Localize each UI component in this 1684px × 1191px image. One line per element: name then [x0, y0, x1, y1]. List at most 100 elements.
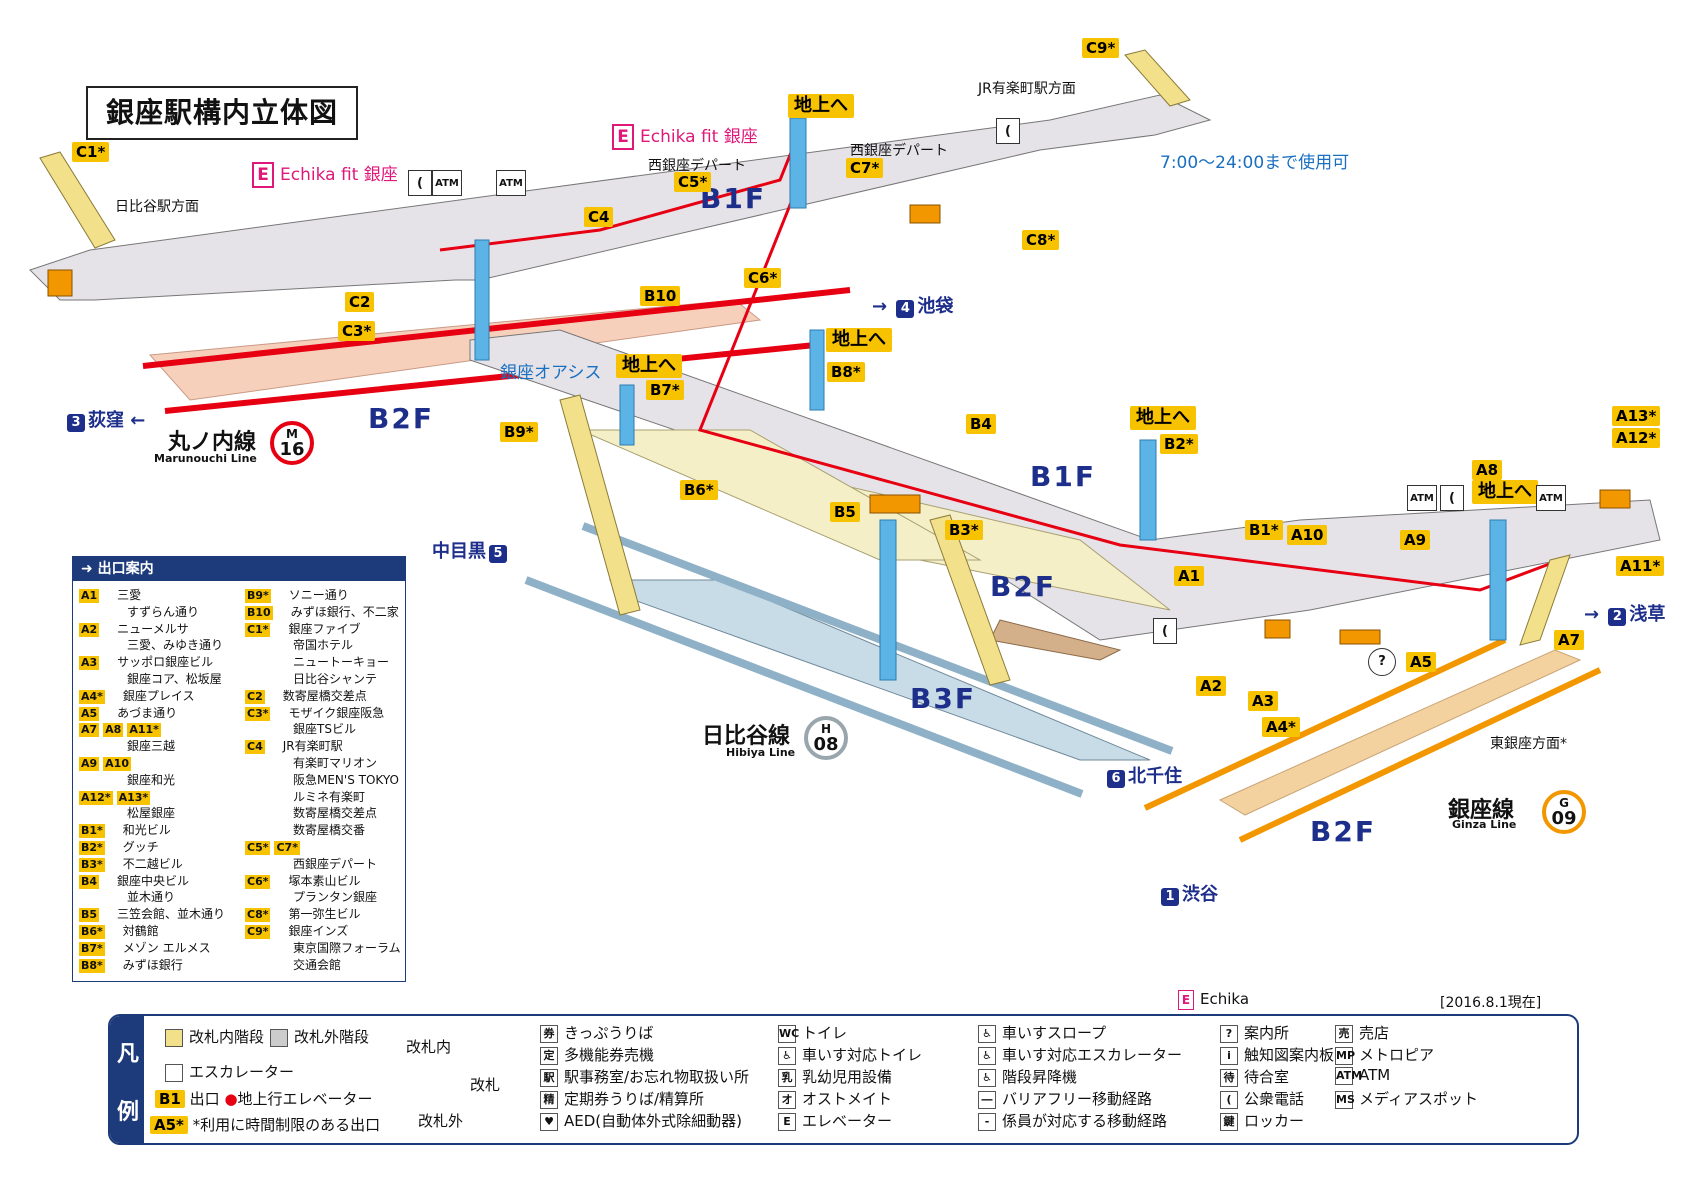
legend-icon: ♥ — [540, 1112, 558, 1131]
legend-item: ?案内所 — [1220, 1022, 1289, 1043]
exit-tag: A9 — [79, 756, 100, 771]
exit-guide-text: すずらん通り — [127, 604, 200, 619]
legend-icon: ? — [1220, 1024, 1238, 1043]
exit-tag: B10 — [245, 605, 273, 620]
exit-tag: B3* — [79, 857, 105, 872]
exit-tag[interactable]: A8 — [1472, 460, 1503, 480]
exit-tag[interactable]: A10 — [1287, 525, 1328, 545]
exit-guide-text: 三愛、みゆき通り — [127, 638, 224, 653]
echika-icon: E — [612, 124, 634, 150]
exit-guide-row: B6*対鶴館 — [79, 923, 239, 940]
exit-tag[interactable]: C9* — [1082, 38, 1120, 58]
exit-tag[interactable]: B1* — [1245, 520, 1283, 540]
exit-tag[interactable]: A13* — [1612, 406, 1661, 426]
exit-guide-text: ルミネ有楽町 — [293, 789, 366, 804]
exit-guide-text: 塚本素山ビル — [288, 873, 361, 888]
exit-tag: B7* — [79, 941, 105, 956]
legend-item: 定多機能券売機 — [540, 1044, 654, 1065]
exit-tag[interactable]: B9* — [500, 422, 538, 442]
exit-guide-row: 三愛、みゆき通り — [79, 637, 239, 654]
exit-tag[interactable]: B7* — [646, 380, 684, 400]
exit-guide-row: 東京国際フォーラム — [245, 940, 405, 957]
exit-tag[interactable]: C1* — [72, 142, 110, 162]
exit-tag[interactable]: C8* — [1022, 230, 1060, 250]
exit-tag[interactable]: A2 — [1196, 676, 1227, 696]
exit-tag[interactable]: A4* — [1262, 717, 1300, 737]
to-ground-1[interactable]: 地上へ — [788, 94, 854, 118]
exit-tag[interactable]: C2 — [345, 292, 375, 312]
exit-guide-text: 三愛 — [117, 588, 142, 602]
legend-item: 駅駅事務室/お忘れ物取扱い所 — [540, 1066, 749, 1087]
legend-label: 階段昇降機 — [1002, 1068, 1078, 1086]
exit-guide-text: あづま通り — [117, 705, 178, 720]
exit-tag[interactable]: B8* — [827, 362, 865, 382]
to-ground-2[interactable]: 地上へ — [826, 328, 892, 352]
exit-tag[interactable]: A3 — [1248, 691, 1279, 711]
exit-tag[interactable]: B5 — [830, 502, 860, 522]
phone-icon: ( — [1153, 618, 1177, 644]
exit-guide-text: 銀座インズ — [288, 923, 349, 938]
exit-guide-row: C3*モザイク銀座阪急 — [245, 705, 405, 722]
exit-tag[interactable]: B2* — [1160, 434, 1198, 454]
exit-tag[interactable]: A9 — [1400, 530, 1431, 550]
exit-guide-text: 銀座プレイス — [122, 688, 195, 703]
exit-tag[interactable]: A7 — [1554, 630, 1585, 650]
legend-item: 乳乳幼児用設備 — [778, 1066, 892, 1087]
exit-tag[interactable]: B4 — [966, 414, 996, 434]
exit-tag[interactable]: C6* — [744, 268, 782, 288]
legend-label: 売店 — [1359, 1024, 1390, 1042]
to-ground-4[interactable]: 地上へ — [1130, 406, 1196, 430]
exit-guide-row: 数寄屋橋交番 — [245, 822, 405, 839]
exit-guide-text: グッチ — [122, 839, 159, 854]
exit-tag: B9* — [245, 589, 271, 603]
exit-guide-text: 数寄屋橋交番 — [293, 823, 366, 838]
exit-guide-text: 西銀座デパート — [293, 856, 378, 871]
phone-icon: ( — [996, 118, 1020, 144]
exit-guide-text: 日比谷シャンテ — [293, 671, 378, 686]
exit-guide-text: ニュートーキョー — [293, 655, 390, 670]
exit-tag: A10 — [103, 756, 131, 771]
legend-icon: 駅 — [540, 1068, 558, 1087]
exit-tag: A12* — [79, 790, 113, 805]
floor-b3f: B3F — [910, 682, 976, 715]
legend-icon: ♿ — [978, 1046, 996, 1065]
to-ground-3[interactable]: 地上へ — [616, 354, 682, 378]
exit-tag[interactable]: A1 — [1174, 566, 1205, 586]
atm-icon: ATM — [1407, 485, 1437, 511]
legend-label: 乳幼児用設備 — [802, 1068, 893, 1086]
legend-exit: B1 出口 ●地上行エレベーター — [155, 1088, 373, 1109]
exit-tag[interactable]: C7* — [846, 158, 884, 178]
exit-tag[interactable]: A5 — [1406, 652, 1437, 672]
exit-tag[interactable]: A12* — [1612, 428, 1661, 448]
exit-tag[interactable]: B3* — [945, 520, 983, 540]
exit-tag[interactable]: B6* — [680, 480, 718, 500]
exit-tag: C8* — [245, 908, 271, 923]
to-ground-5[interactable]: 地上へ — [1472, 480, 1538, 504]
legend-gate: 改札 — [470, 1076, 501, 1094]
exit-tag[interactable]: C5* — [674, 172, 712, 192]
exit-tag[interactable]: C4 — [584, 207, 614, 227]
exit-tag[interactable]: B10 — [640, 286, 681, 306]
exit-tag: A5 — [79, 706, 100, 721]
exit-guide-row: C1*銀座ファイブ — [245, 621, 405, 638]
atm-icon: ATM — [432, 170, 462, 196]
legend-label: 駅事務室/お忘れ物取扱い所 — [564, 1068, 750, 1086]
exit-tag[interactable]: A11* — [1616, 556, 1665, 576]
legend-label: 車いす対応トイレ — [802, 1046, 923, 1064]
exit-guide-row: 並木通り — [79, 889, 239, 906]
exit-guide-text: 銀座和光 — [127, 772, 176, 787]
info-icon: ? — [1368, 648, 1396, 676]
exit-tag[interactable]: C3* — [338, 321, 376, 341]
exit-guide-text: 数寄屋橋交差点 — [282, 688, 367, 703]
exit-tag: B4 — [79, 874, 100, 889]
